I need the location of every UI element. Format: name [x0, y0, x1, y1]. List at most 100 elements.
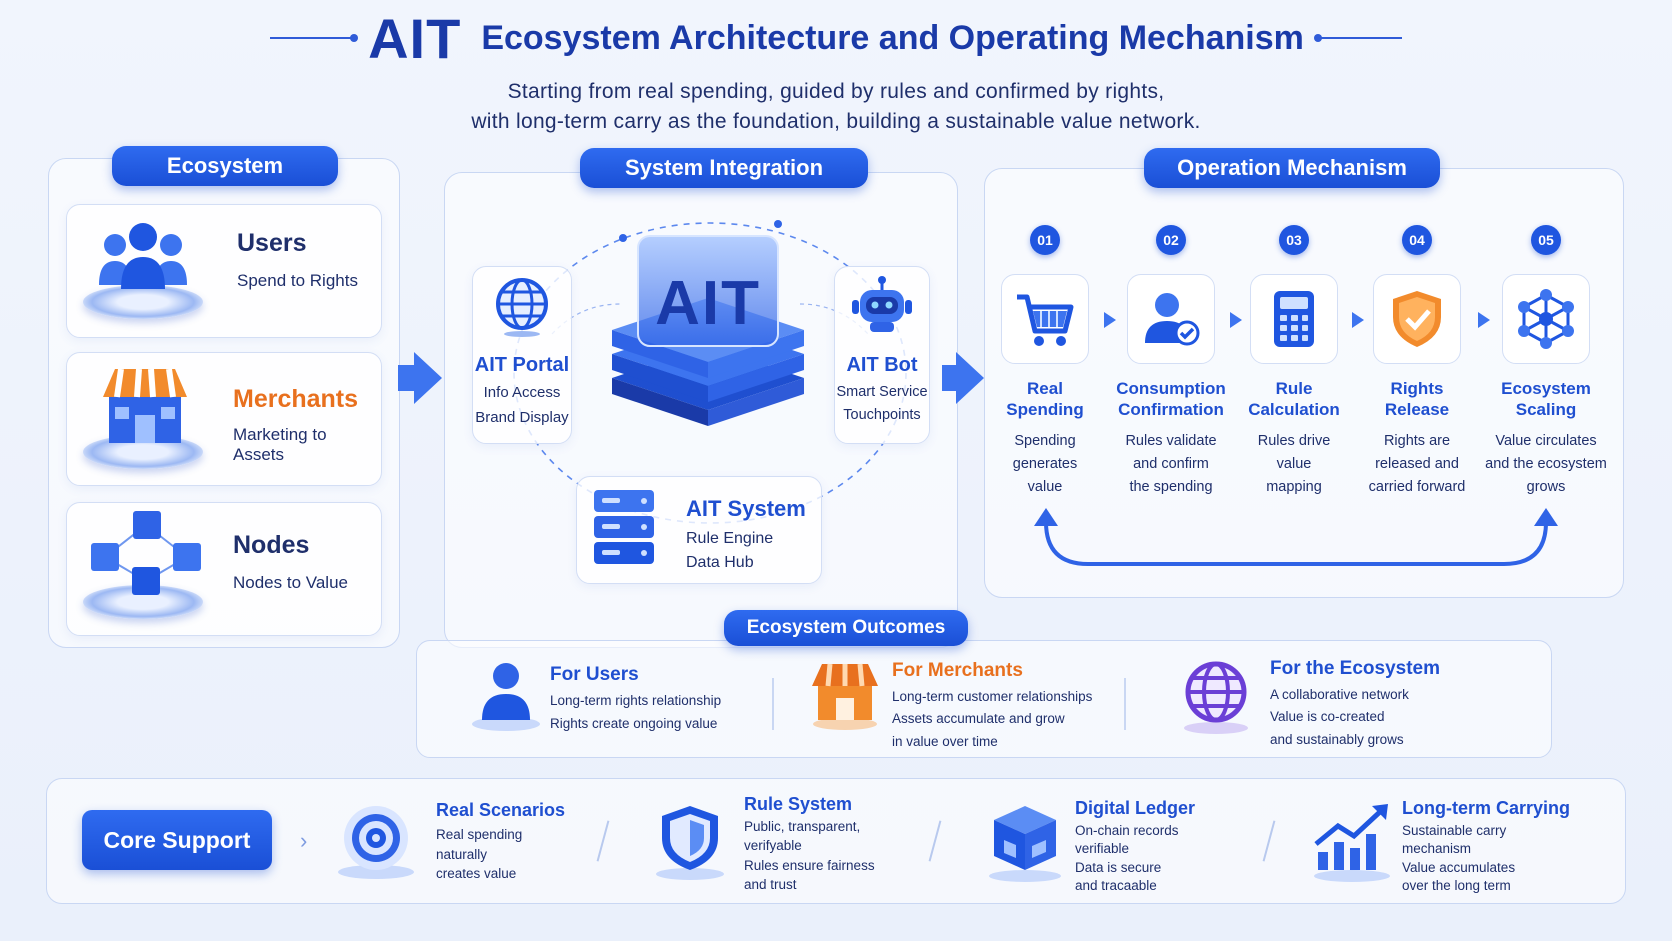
- core-item-1-line2: naturally: [436, 847, 488, 862]
- server-icon: [594, 490, 654, 564]
- step-arrow-2: [1230, 312, 1242, 328]
- robot-icon: [852, 276, 912, 332]
- operation-ribbon: Operation Mechanism: [1144, 148, 1440, 188]
- merchants-subtitle: Marketing to Assets: [233, 425, 327, 464]
- core-item-3-line2: verifiable: [1075, 841, 1130, 856]
- ecosystem-card-merchants: Merchants Marketing to Assets: [66, 352, 382, 486]
- cart-icon: [1017, 294, 1074, 346]
- step-3-desc-line1: Rules drive: [1257, 433, 1331, 449]
- core-item-2-line2: verifyable: [744, 838, 802, 853]
- step-2-number: 02: [1156, 225, 1186, 255]
- ait-system-title: AIT System: [686, 496, 806, 521]
- step-1-card[interactable]: [1001, 274, 1089, 364]
- user-icon: [472, 663, 540, 731]
- ait-core-label: AIT: [655, 269, 761, 338]
- page-title: AIT Ecosystem Architecture and Operating…: [0, 7, 1672, 70]
- step-1-desc-line1: Spending: [1014, 433, 1076, 449]
- flow-arrow-2-tail: [942, 365, 958, 391]
- step-3-title-line2: Calculation: [1248, 400, 1340, 419]
- step-4-desc-line1: Rights are: [1383, 433, 1451, 449]
- step-2-card[interactable]: [1127, 274, 1215, 364]
- core-item-3-line1: On-chain records: [1075, 823, 1179, 838]
- title-text: Ecosystem Architecture and Operating Mec…: [481, 18, 1304, 57]
- core-item-3-line3: Data is secure: [1075, 860, 1162, 875]
- step-2-desc-line3: the spending: [1129, 479, 1213, 495]
- core-item-4-title: Long-term Carrying: [1402, 798, 1571, 818]
- core-item-4-line4: over the long term: [1402, 878, 1511, 893]
- step-1-desc-line2: generates: [1012, 456, 1078, 472]
- outcome-users-line1: Long-term rights relationship: [550, 693, 722, 708]
- outcome-ecosystem-line3: and sustainably grows: [1270, 732, 1404, 747]
- step-5-title-line1: Ecosystem: [1501, 379, 1591, 398]
- step-3-desc-line3: mapping: [1266, 479, 1322, 495]
- globe-network-icon: [1184, 661, 1248, 734]
- step-1-title-line1: Real: [1027, 379, 1063, 398]
- step-5-card[interactable]: [1502, 274, 1590, 364]
- core-item-3-line4: and tracaable: [1075, 878, 1157, 893]
- ait-system-line1: Rule Engine: [686, 530, 774, 547]
- chevron-right-icon: ›: [300, 828, 308, 853]
- core-item-1-line3: creates value: [436, 866, 517, 881]
- core-item-2-line3: Rules ensure fairness: [744, 858, 875, 873]
- shield-icon: [656, 806, 724, 880]
- core-item-4-line1: Sustainable carry: [1402, 823, 1507, 838]
- step-4-title-line2: Release: [1384, 400, 1450, 419]
- ledger-cube-icon: [989, 806, 1061, 882]
- title-decoration-right: [1313, 34, 1402, 42]
- step-4-title-line1: Rights: [1390, 379, 1444, 398]
- growth-chart-icon: [1314, 804, 1390, 882]
- integration-ribbon: System Integration: [580, 148, 868, 188]
- title-decoration-left: [270, 34, 359, 42]
- ait-bot-title: AIT Bot: [846, 354, 918, 376]
- flow-arrow-1: [414, 352, 442, 404]
- ait-portal-line1: Info Access: [483, 384, 561, 401]
- step-4-number: 04: [1402, 225, 1432, 255]
- network-icon: [1518, 289, 1574, 349]
- core-item-2-title: Rule System: [744, 794, 853, 814]
- step-2-desc-line2: and confirm: [1133, 456, 1209, 472]
- outcome-ecosystem-title: For the Ecosystem: [1270, 658, 1440, 679]
- step-4-card[interactable]: [1373, 274, 1461, 364]
- core-item-4-line2: mechanism: [1402, 841, 1472, 856]
- store-icon: [103, 368, 187, 443]
- step-arrow-3: [1352, 312, 1364, 328]
- step-arrow-4: [1478, 312, 1490, 328]
- step-3-desc-line2: value: [1276, 456, 1312, 472]
- ecosystem-ribbon: Ecosystem: [112, 146, 338, 186]
- step-5-desc-line1: Value circulates: [1495, 433, 1597, 449]
- step-4-desc-line3: carried forward: [1368, 479, 1466, 495]
- nodes-title: Nodes: [233, 531, 310, 559]
- outcome-divider-1: [772, 678, 774, 730]
- outcomes-panel: [416, 640, 1552, 758]
- ait-core-icon: [612, 235, 804, 426]
- outcome-users-title: For Users: [550, 664, 639, 685]
- nodes-icon: [91, 511, 201, 595]
- ait-portal-line2: Brand Display: [475, 409, 569, 426]
- core-item-2-line1: Public, transparent,: [744, 819, 861, 834]
- step-3-card[interactable]: [1250, 274, 1338, 364]
- outcome-merchants-line3: in value over time: [892, 734, 998, 749]
- outcomes-ribbon: Ecosystem Outcomes: [724, 610, 968, 646]
- user-check-icon: [1145, 293, 1200, 346]
- step-4-desc-line2: released and: [1375, 456, 1459, 472]
- shield-check-icon: [1393, 291, 1441, 347]
- outcome-merchants-line1: Long-term customer relationships: [892, 689, 1093, 704]
- outcome-divider-2: [1124, 678, 1126, 730]
- step-1-desc-line3: value: [1027, 479, 1063, 495]
- outcome-merchants-title: For Merchants: [892, 660, 1023, 681]
- step-2-desc-line1: Rules validate: [1125, 433, 1217, 449]
- outcome-ecosystem-line2: Value is co-created: [1270, 709, 1385, 724]
- step-3-title-line1: Rule: [1275, 379, 1313, 398]
- step-arrow-1: [1104, 312, 1116, 328]
- users-title: Users: [237, 229, 307, 257]
- step-3-number: 03: [1279, 225, 1309, 255]
- ecosystem-card-nodes: Nodes Nodes to Value: [66, 502, 382, 636]
- flow-arrow-2: [956, 352, 984, 404]
- nodes-subtitle: Nodes to Value: [233, 573, 348, 592]
- ait-bot-line1: Smart Service: [836, 384, 928, 400]
- shop-icon: [812, 663, 878, 730]
- ait-portal-title: AIT Portal: [474, 354, 570, 376]
- globe-icon: [496, 278, 548, 337]
- subtitle-line-2: with long-term carry as the foundation, …: [471, 110, 1201, 133]
- outcome-users-line2: Rights create ongoing value: [550, 716, 718, 731]
